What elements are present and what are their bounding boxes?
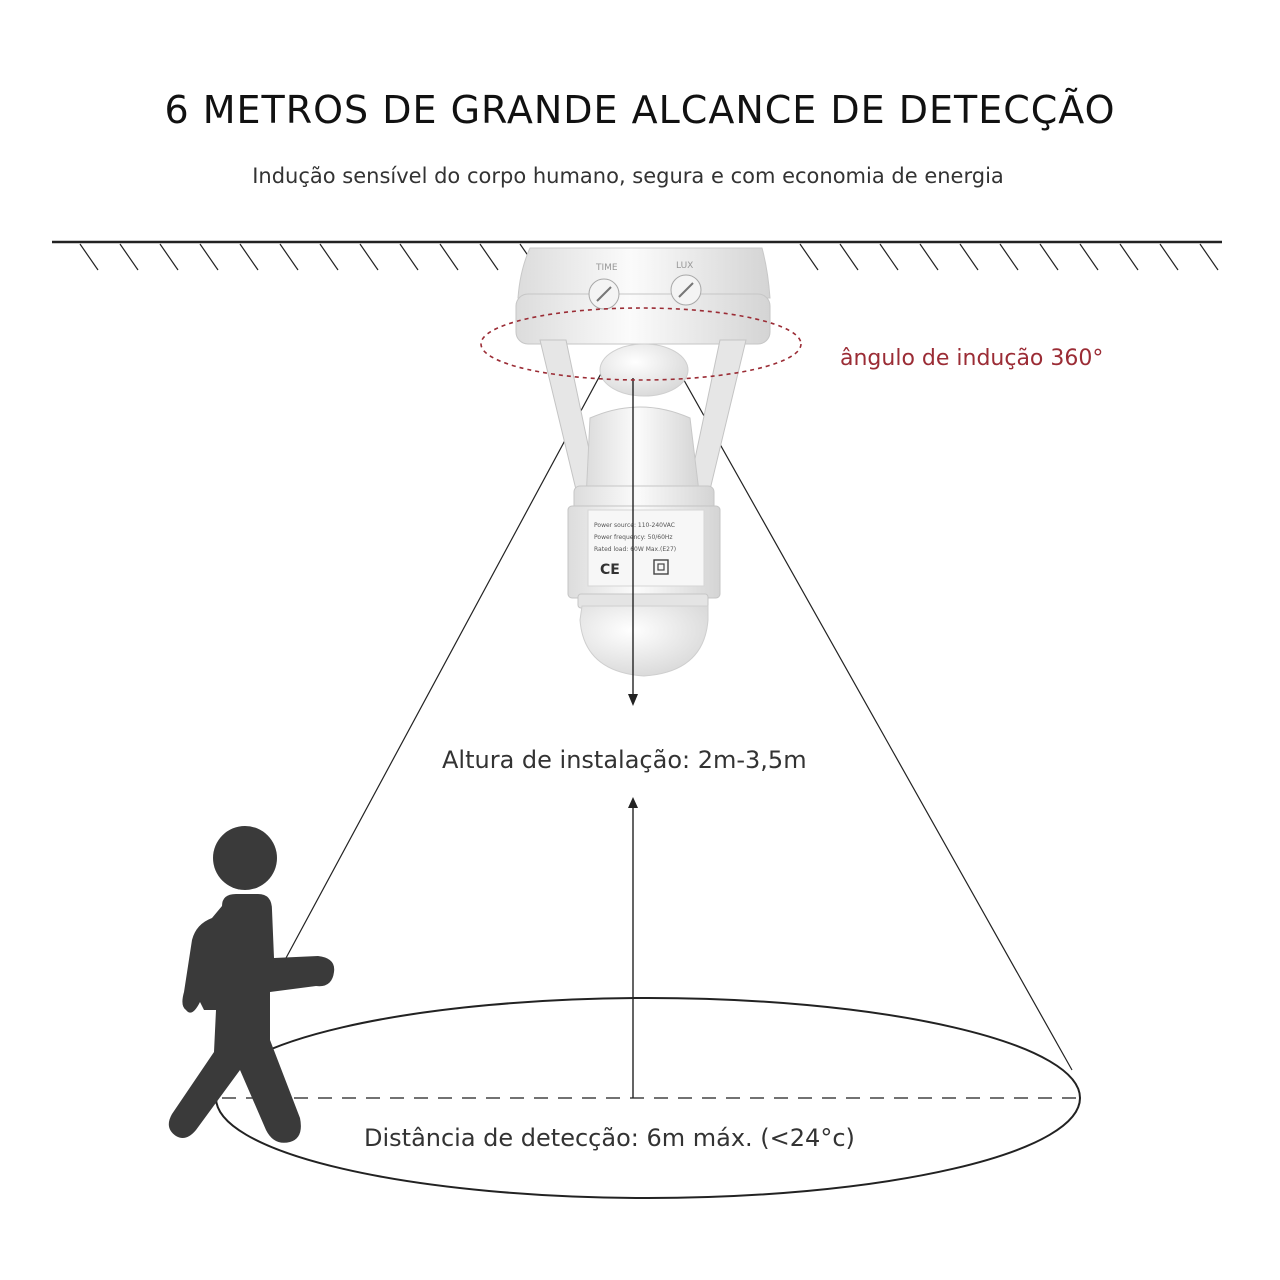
height-arrow [628,797,638,1098]
ceiling-hatch-mark [1079,243,1099,271]
ceiling [52,240,1222,271]
ceiling-hatch-mark [119,243,139,271]
ceiling-hatch-mark [799,243,819,271]
installation-height-label: Altura de instalação: 2m-3,5m [442,746,807,774]
ceiling-hatch-mark [199,243,219,271]
detection-distance-label: Distância de detecção: 6m máx. (<24°c) [364,1124,855,1152]
ceiling-hatch-mark [399,243,419,271]
ceiling-hatch-mark [1039,243,1059,271]
time-knob-icon [588,278,620,310]
ceiling-hatch-mark [999,243,1019,271]
ceiling-hatch-mark [159,243,179,271]
page-title: 6 METROS DE GRANDE ALCANCE DE DETECÇÃO [164,88,1116,132]
ceiling-hatch-mark [439,243,459,271]
ceiling-hatch-mark [279,243,299,271]
induction-360-ellipse [480,307,802,381]
ceiling-hatch-mark [879,243,899,271]
ceiling-hatch-mark [79,243,99,271]
ceiling-hatch-mark [1119,243,1139,271]
svg-text:LUX: LUX [676,261,693,271]
ceiling-hatch-mark [1159,243,1179,271]
induction-angle-label: ângulo de indução 360° [840,346,1104,371]
svg-text:TIME: TIME [595,263,618,273]
lux-knob-icon [670,274,702,306]
ceiling-hatch-mark [479,243,499,271]
detection-cone [285,365,1073,1071]
page-subtitle: Indução sensível do corpo humano, segura… [252,164,1004,188]
double-insulation-icon [653,559,669,575]
device-down-arrow [628,378,638,706]
ceiling-hatch-mark [359,243,379,271]
walking-person-icon [168,826,335,1143]
ce-mark: CE [600,562,620,578]
motion-sensor-device: TIME LUX Power source: 110-240VAC Power … [515,247,771,677]
ceiling-hatch-mark [919,243,939,271]
ceiling-hatch-mark [959,243,979,271]
label-line-3: Rated load: 60W Max.(E27) [594,546,676,553]
ceiling-hatch-mark [1199,243,1219,271]
ceiling-hatch-mark [839,243,859,271]
ceiling-hatch-mark [239,243,259,271]
label-line-1: Power source: 110-240VAC [594,522,675,529]
ceiling-hatch-mark [319,243,339,271]
